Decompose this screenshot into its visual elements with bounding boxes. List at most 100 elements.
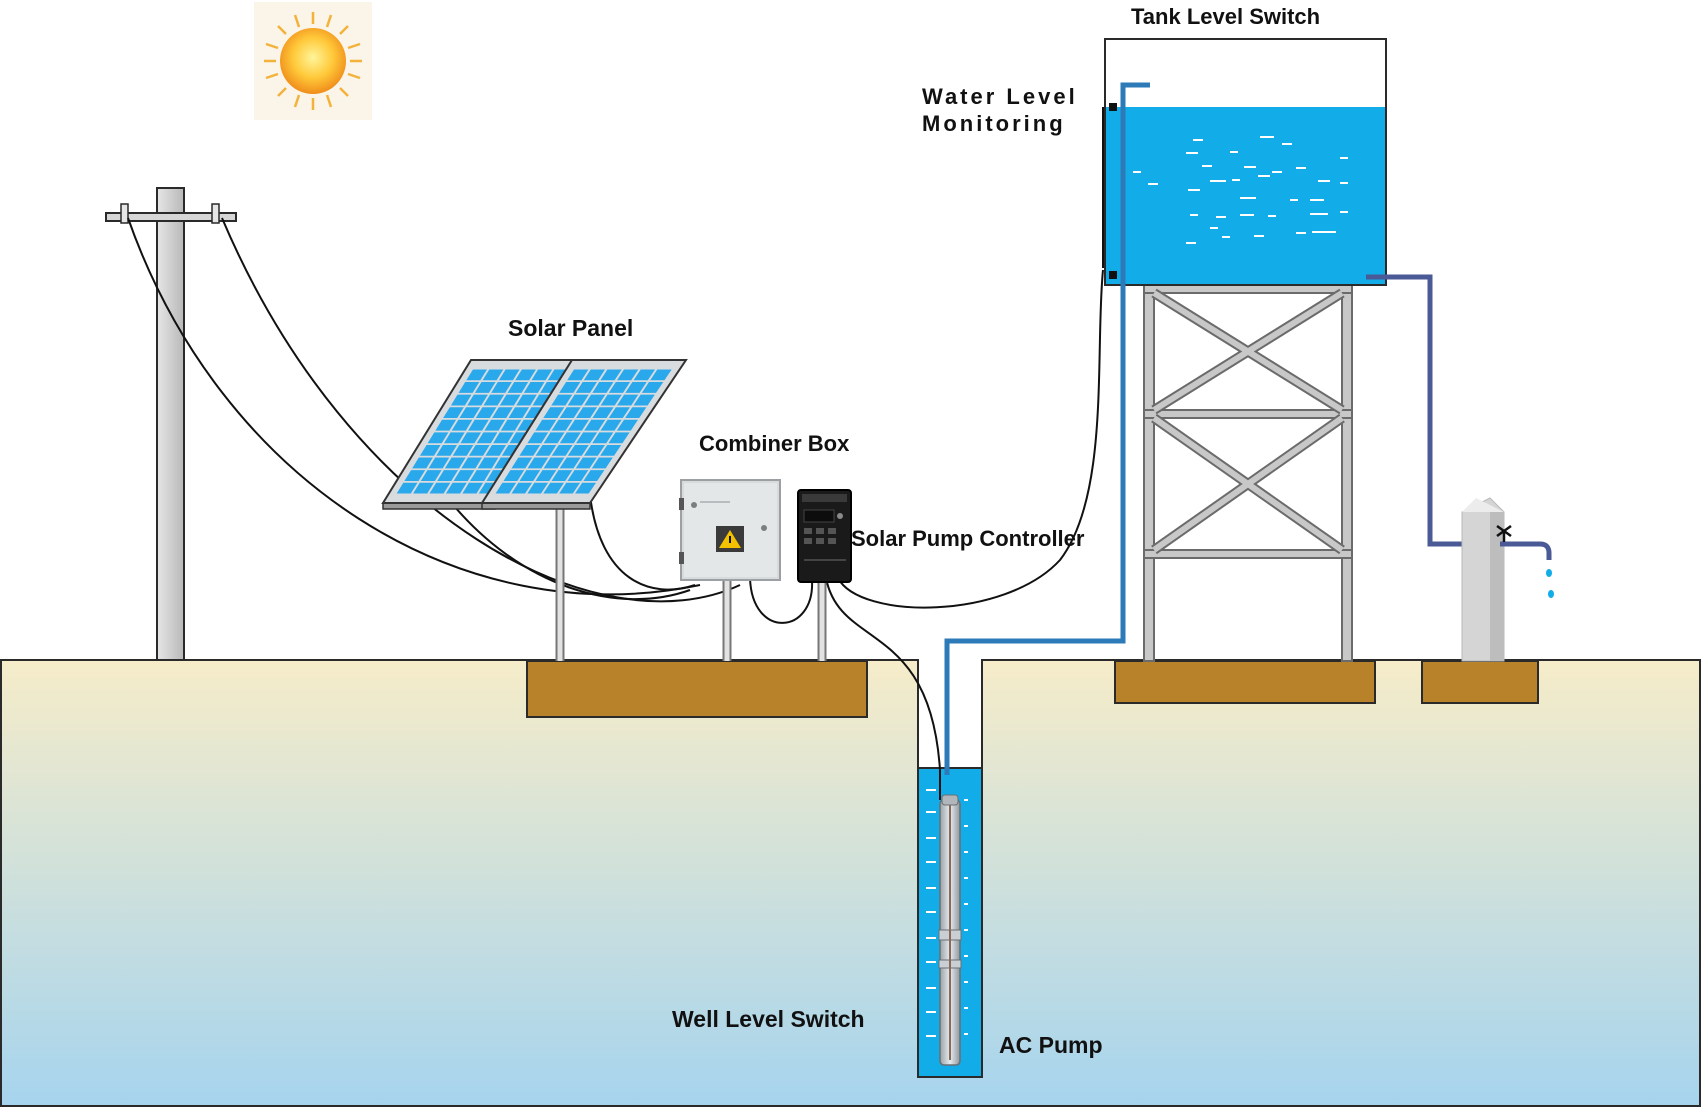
solar-cell <box>443 407 464 418</box>
tap-foundation <box>1421 660 1539 704</box>
solar-cell <box>591 457 613 469</box>
solar-cell <box>535 470 557 481</box>
solar-cell <box>492 407 513 418</box>
tap-handle <box>1496 524 1512 542</box>
solar-cell <box>592 382 614 393</box>
solar-cell <box>567 470 589 481</box>
solar-cell <box>551 470 573 481</box>
solar-cell <box>511 482 533 494</box>
solar-cell <box>437 470 458 481</box>
water-drops <box>1546 569 1554 598</box>
solar-cell <box>576 432 598 444</box>
solar-cell <box>413 482 434 494</box>
solar-cell <box>452 445 474 456</box>
solar-cell <box>445 482 467 494</box>
warning-icon <box>716 526 744 552</box>
solar-cell <box>559 457 581 469</box>
tap-stand <box>1461 497 1554 662</box>
solar-cell <box>476 432 498 444</box>
solar-cell <box>404 470 426 481</box>
solar-cell <box>559 382 581 393</box>
solar-cell <box>576 407 598 418</box>
solar-cell <box>516 394 537 406</box>
solar-cell <box>451 419 473 431</box>
controller-to-tank-cable <box>837 269 1104 609</box>
solar-cell <box>503 470 525 481</box>
solar-cell <box>429 482 451 494</box>
solar-cell <box>567 419 589 431</box>
solar-cell <box>519 470 541 481</box>
utility-pole <box>105 187 237 661</box>
solar-cell <box>633 394 655 406</box>
solar-cell <box>499 394 521 406</box>
solar-cell <box>444 457 466 469</box>
solar-cell <box>608 407 630 418</box>
solar-module-right <box>480 359 688 510</box>
solar-cell <box>453 470 475 481</box>
solar-cell <box>543 457 565 469</box>
solar-cell <box>600 369 622 381</box>
tap-spout <box>1500 541 1552 560</box>
solar-cell <box>584 445 605 456</box>
solar-cell <box>641 382 664 393</box>
solar-cell <box>575 382 597 393</box>
panel-cable-2 <box>589 494 696 591</box>
solar-cell <box>567 445 589 456</box>
solar-cell <box>461 457 482 469</box>
solar-cell <box>625 407 647 418</box>
solar-cell <box>435 419 457 431</box>
cables <box>127 107 1112 800</box>
well-level-switch-label: Well Level Switch <box>672 1006 865 1032</box>
water-tower <box>1104 38 1387 662</box>
solar-cell <box>527 457 549 469</box>
solar-cell <box>470 470 491 481</box>
solar-cell <box>527 432 549 444</box>
solar-cell <box>493 432 514 444</box>
solar-cell <box>608 382 631 393</box>
solar-cell <box>592 432 614 444</box>
tank-water <box>1106 107 1385 284</box>
solar-cell <box>567 369 589 381</box>
labels: Tank Level Switch Water Level Monitoring… <box>508 4 1320 1058</box>
solar-cell <box>412 457 433 469</box>
tower-frame <box>1143 284 1353 662</box>
solar-cell <box>475 407 497 418</box>
solar-cell <box>633 369 655 381</box>
solar-cell <box>600 419 622 431</box>
solar-cell <box>535 419 557 431</box>
controller-to-pump-cable <box>825 577 941 800</box>
tower-braces <box>1151 288 1345 555</box>
solar-cell <box>469 445 490 456</box>
solar-cell <box>507 382 529 393</box>
panel-foundation <box>526 660 868 718</box>
solar-cell <box>551 394 573 406</box>
solar-cell <box>543 407 565 418</box>
solar-cell <box>559 482 580 494</box>
solar-cell <box>551 445 573 456</box>
well <box>917 767 983 1078</box>
solar-cell <box>495 482 517 494</box>
solar-cell <box>459 407 481 418</box>
solar-cell <box>575 457 597 469</box>
solar-cell <box>531 369 553 381</box>
grid-cable-2 <box>221 217 741 603</box>
box-to-controller-cable <box>749 577 814 624</box>
solar-cell <box>584 394 606 406</box>
solar-pump-controller-label: Solar Pump Controller <box>851 526 1085 551</box>
solar-cell <box>396 482 418 494</box>
tank-level-switch-label: Tank Level Switch <box>1131 4 1320 29</box>
combiner-box-label: Combiner Box <box>699 431 850 456</box>
panel-cable-1 <box>444 494 691 601</box>
solar-cell <box>482 369 504 381</box>
solar-cell <box>466 369 487 381</box>
outlet-pipe <box>1366 274 1467 547</box>
solar-cell <box>600 394 622 406</box>
solar-cell <box>462 482 484 494</box>
solar-cell <box>583 470 605 481</box>
solar-cell <box>444 432 465 444</box>
pipes <box>944 82 1467 775</box>
water-level-monitoring-label-1: Water Level <box>922 84 1078 109</box>
solar-cell <box>508 407 530 418</box>
sensor-bottom <box>1109 271 1117 279</box>
